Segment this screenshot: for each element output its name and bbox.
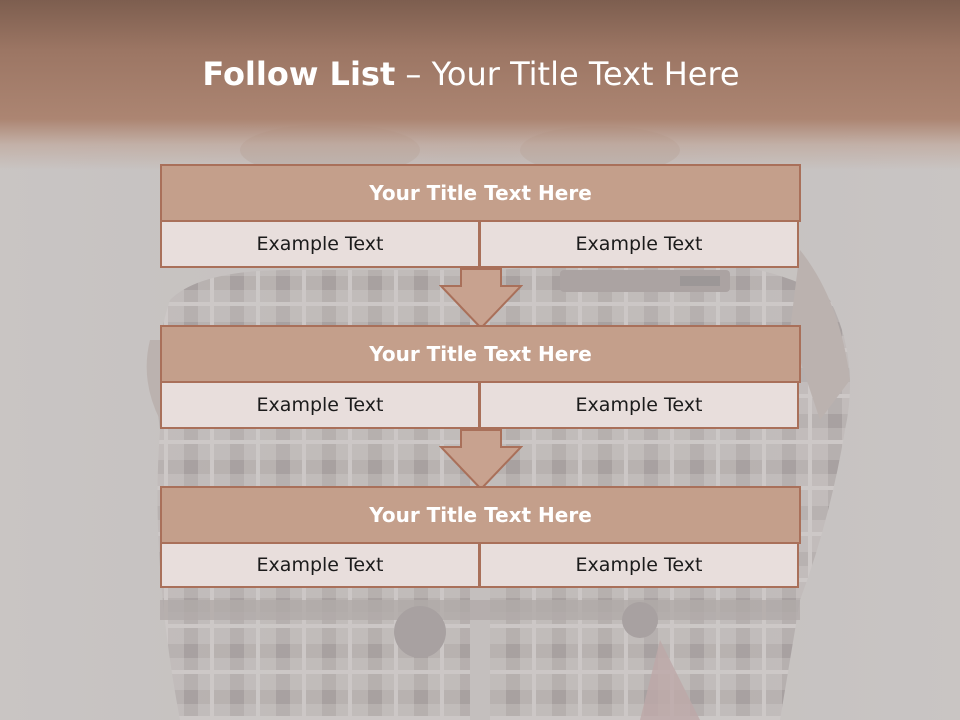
header-band <box>0 0 960 170</box>
block-title: Your Title Text Here <box>160 486 801 544</box>
down-arrow-icon <box>439 429 523 491</box>
down-arrow-icon <box>439 268 523 330</box>
list-block-1: Your Title Text Here Example Text Exampl… <box>160 164 801 272</box>
list-block-3: Your Title Text Here Example Text Exampl… <box>160 486 801 592</box>
block-item-left: Example Text <box>160 542 480 588</box>
slide-title-rest: – Your Title Text Here <box>405 55 740 93</box>
block-title: Your Title Text Here <box>160 325 801 383</box>
list-block-2: Your Title Text Here Example Text Exampl… <box>160 325 801 433</box>
block-item-left: Example Text <box>160 381 480 429</box>
block-title: Your Title Text Here <box>160 164 801 222</box>
block-item-right: Example Text <box>479 381 799 429</box>
block-item-right: Example Text <box>479 220 799 268</box>
block-item-right: Example Text <box>479 542 799 588</box>
block-item-left: Example Text <box>160 220 480 268</box>
slide-title-bold: Follow List <box>202 55 396 93</box>
slide-title: Follow List – Your Title Text Here <box>0 55 942 93</box>
